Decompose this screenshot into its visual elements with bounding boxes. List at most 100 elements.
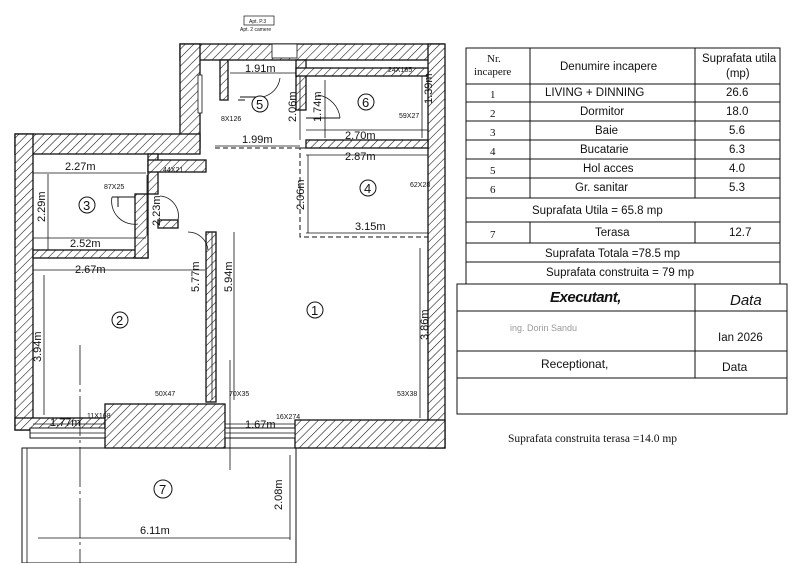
dim-3-94: 3.94m xyxy=(32,331,44,362)
row-6-nr: 6 xyxy=(490,184,496,196)
dim-5-77: 5.77m xyxy=(190,261,202,292)
suprafata-totala: Suprafata Totala =78.5 mp xyxy=(545,248,680,260)
table-row: 5 Hol acces 4.0 xyxy=(490,163,745,177)
terrace xyxy=(21,447,297,563)
receptionat-label: Receptionat, xyxy=(541,357,608,371)
plan-header-line1: Apt. P.3 xyxy=(249,19,266,25)
dim-2-08: 2.08m xyxy=(273,479,285,510)
table-row-terasa: 7 Terasa 12.7 xyxy=(490,227,751,241)
row-1-area: 26.6 xyxy=(726,87,748,99)
opening-11x168: 11X168 xyxy=(87,413,111,420)
dim-2-70: 2.70m xyxy=(345,130,376,142)
room-number-2: 2 xyxy=(116,313,123,328)
opening-53x38: 53X38 xyxy=(397,391,417,398)
row-4-nr: 4 xyxy=(490,146,496,158)
engineer-name: ing. Dorin Sandu xyxy=(510,323,577,333)
dim-2-06a: 2.06m xyxy=(287,91,299,122)
dashed-outlines xyxy=(215,147,429,238)
dim-2-06b: 2.06m xyxy=(295,179,307,210)
row-1-name: LIVING + DINNING xyxy=(545,87,644,99)
signature-block: Executant, Data ing. Dorin Sandu Ian 202… xyxy=(456,283,788,415)
row-2-area: 18.0 xyxy=(726,106,748,118)
room-number-4: 4 xyxy=(364,181,371,196)
opening-59x27: 59X27 xyxy=(399,113,419,120)
table-row: 4 Bucatarie 6.3 xyxy=(490,144,745,158)
header-area-line2: (mp) xyxy=(726,68,750,80)
terasa-nr: 7 xyxy=(490,229,496,241)
row-6-name: Gr. sanitar xyxy=(575,182,628,194)
room-number-1: 1 xyxy=(311,303,318,318)
room-number-6: 6 xyxy=(362,95,369,110)
dimension-labels-vertical: 2.06m 1.74m 1.39m 2.29m 2.23m 2.06m 5.77… xyxy=(32,73,435,510)
opening-24x165: 24X165 xyxy=(388,67,412,74)
data-label: Data xyxy=(730,292,762,309)
row-2-name: Dormitor xyxy=(580,106,624,118)
data-label-2: Data xyxy=(722,360,748,374)
row-2-nr: 2 xyxy=(490,108,496,120)
row-5-area: 4.0 xyxy=(729,163,745,175)
dim-5-94: 5.94m xyxy=(223,261,235,292)
header-nr-line2: incapere xyxy=(474,66,511,78)
opening-labels: 24X165 8X126 59X27 44X21 87X25 62X28 50X… xyxy=(87,67,430,421)
opening-44x21: 44X21 xyxy=(163,167,183,174)
plan-header-line2: Apt. 2 camere xyxy=(240,27,271,33)
dim-2-23: 2.23m xyxy=(151,195,163,226)
row-3-name: Baie xyxy=(595,125,618,137)
table-row: 2 Dormitor 18.0 xyxy=(490,106,748,120)
dim-1-91: 1.91m xyxy=(245,63,276,75)
dim-3-86: 3.86m xyxy=(419,309,431,340)
header-nr-line1: Nr. xyxy=(487,53,501,65)
header-area-line1: Suprafata utila xyxy=(702,53,777,65)
opening-70x35: 70X35 xyxy=(229,391,249,398)
terasa-area: 12.7 xyxy=(729,227,751,239)
dimension-labels: 1.91m 2.70m 1.99m 2.87m 2.27m 3.15m 2.52… xyxy=(50,63,386,537)
row-4-name: Bucatarie xyxy=(580,144,629,156)
opening-50x47: 50X47 xyxy=(155,391,175,398)
dim-2-87: 2.87m xyxy=(345,151,376,163)
row-4-area: 6.3 xyxy=(729,144,745,156)
row-5-nr: 5 xyxy=(490,165,496,177)
room-number-5: 5 xyxy=(256,97,263,112)
windows xyxy=(29,43,298,439)
dim-2-27: 2.27m xyxy=(65,161,96,173)
opening-16x274: 16X274 xyxy=(276,414,300,421)
row-5-name: Hol acces xyxy=(583,163,634,175)
table-row: 1 LIVING + DINNING 26.6 xyxy=(490,87,748,101)
executant-label: Executant, xyxy=(550,289,621,306)
row-3-nr: 3 xyxy=(490,127,496,139)
doors xyxy=(111,77,341,251)
opening-87x25: 87X25 xyxy=(104,184,124,191)
suprafata-construita: Suprafata construita = 79 mp xyxy=(546,267,694,279)
dim-1-39: 1.39m xyxy=(423,73,435,104)
opening-62x28: 62X28 xyxy=(410,182,430,189)
room-markers: 1 2 3 4 5 6 7 xyxy=(78,93,377,499)
plan-header-box xyxy=(243,15,275,26)
row-3-area: 5.6 xyxy=(729,125,745,137)
dim-6-11: 6.11m xyxy=(140,525,170,537)
dim-1-74: 1.74m xyxy=(312,91,324,122)
dim-2-29: 2.29m xyxy=(36,191,48,222)
dim-1-77: 1.77m xyxy=(50,417,81,429)
terrace-area-note: Suprafata construita terasa =14.0 mp xyxy=(508,433,677,445)
walls xyxy=(14,43,446,449)
table-row: 6 Gr. sanitar 5.3 xyxy=(490,182,745,196)
header-name: Denumire incapere xyxy=(560,61,657,73)
date-value: Ian 2026 xyxy=(718,332,763,344)
dim-2-52: 2.52m xyxy=(70,238,101,250)
dim-1-67: 1.67m xyxy=(245,419,276,431)
room-number-3: 3 xyxy=(83,198,90,213)
dimension-lines xyxy=(33,72,428,540)
area-table: Nr. incapere Denumire incapere Suprafata… xyxy=(465,47,781,285)
row-1-nr: 1 xyxy=(490,89,496,101)
dim-3-15: 3.15m xyxy=(355,221,386,233)
dim-1-99: 1.99m xyxy=(242,134,273,146)
dim-2-67: 2.67m xyxy=(75,264,106,276)
room-number-7: 7 xyxy=(159,482,166,497)
suprafata-utila: Suprafata Utila = 65.8 mp xyxy=(532,205,663,217)
row-6-area: 5.3 xyxy=(729,182,745,194)
terasa-name: Terasa xyxy=(595,227,630,239)
opening-8x126: 8X126 xyxy=(221,116,241,123)
table-row: 3 Baie 5.6 xyxy=(490,125,745,139)
floor-plan: Apt. P.3 Apt. 2 camere xyxy=(14,15,446,563)
